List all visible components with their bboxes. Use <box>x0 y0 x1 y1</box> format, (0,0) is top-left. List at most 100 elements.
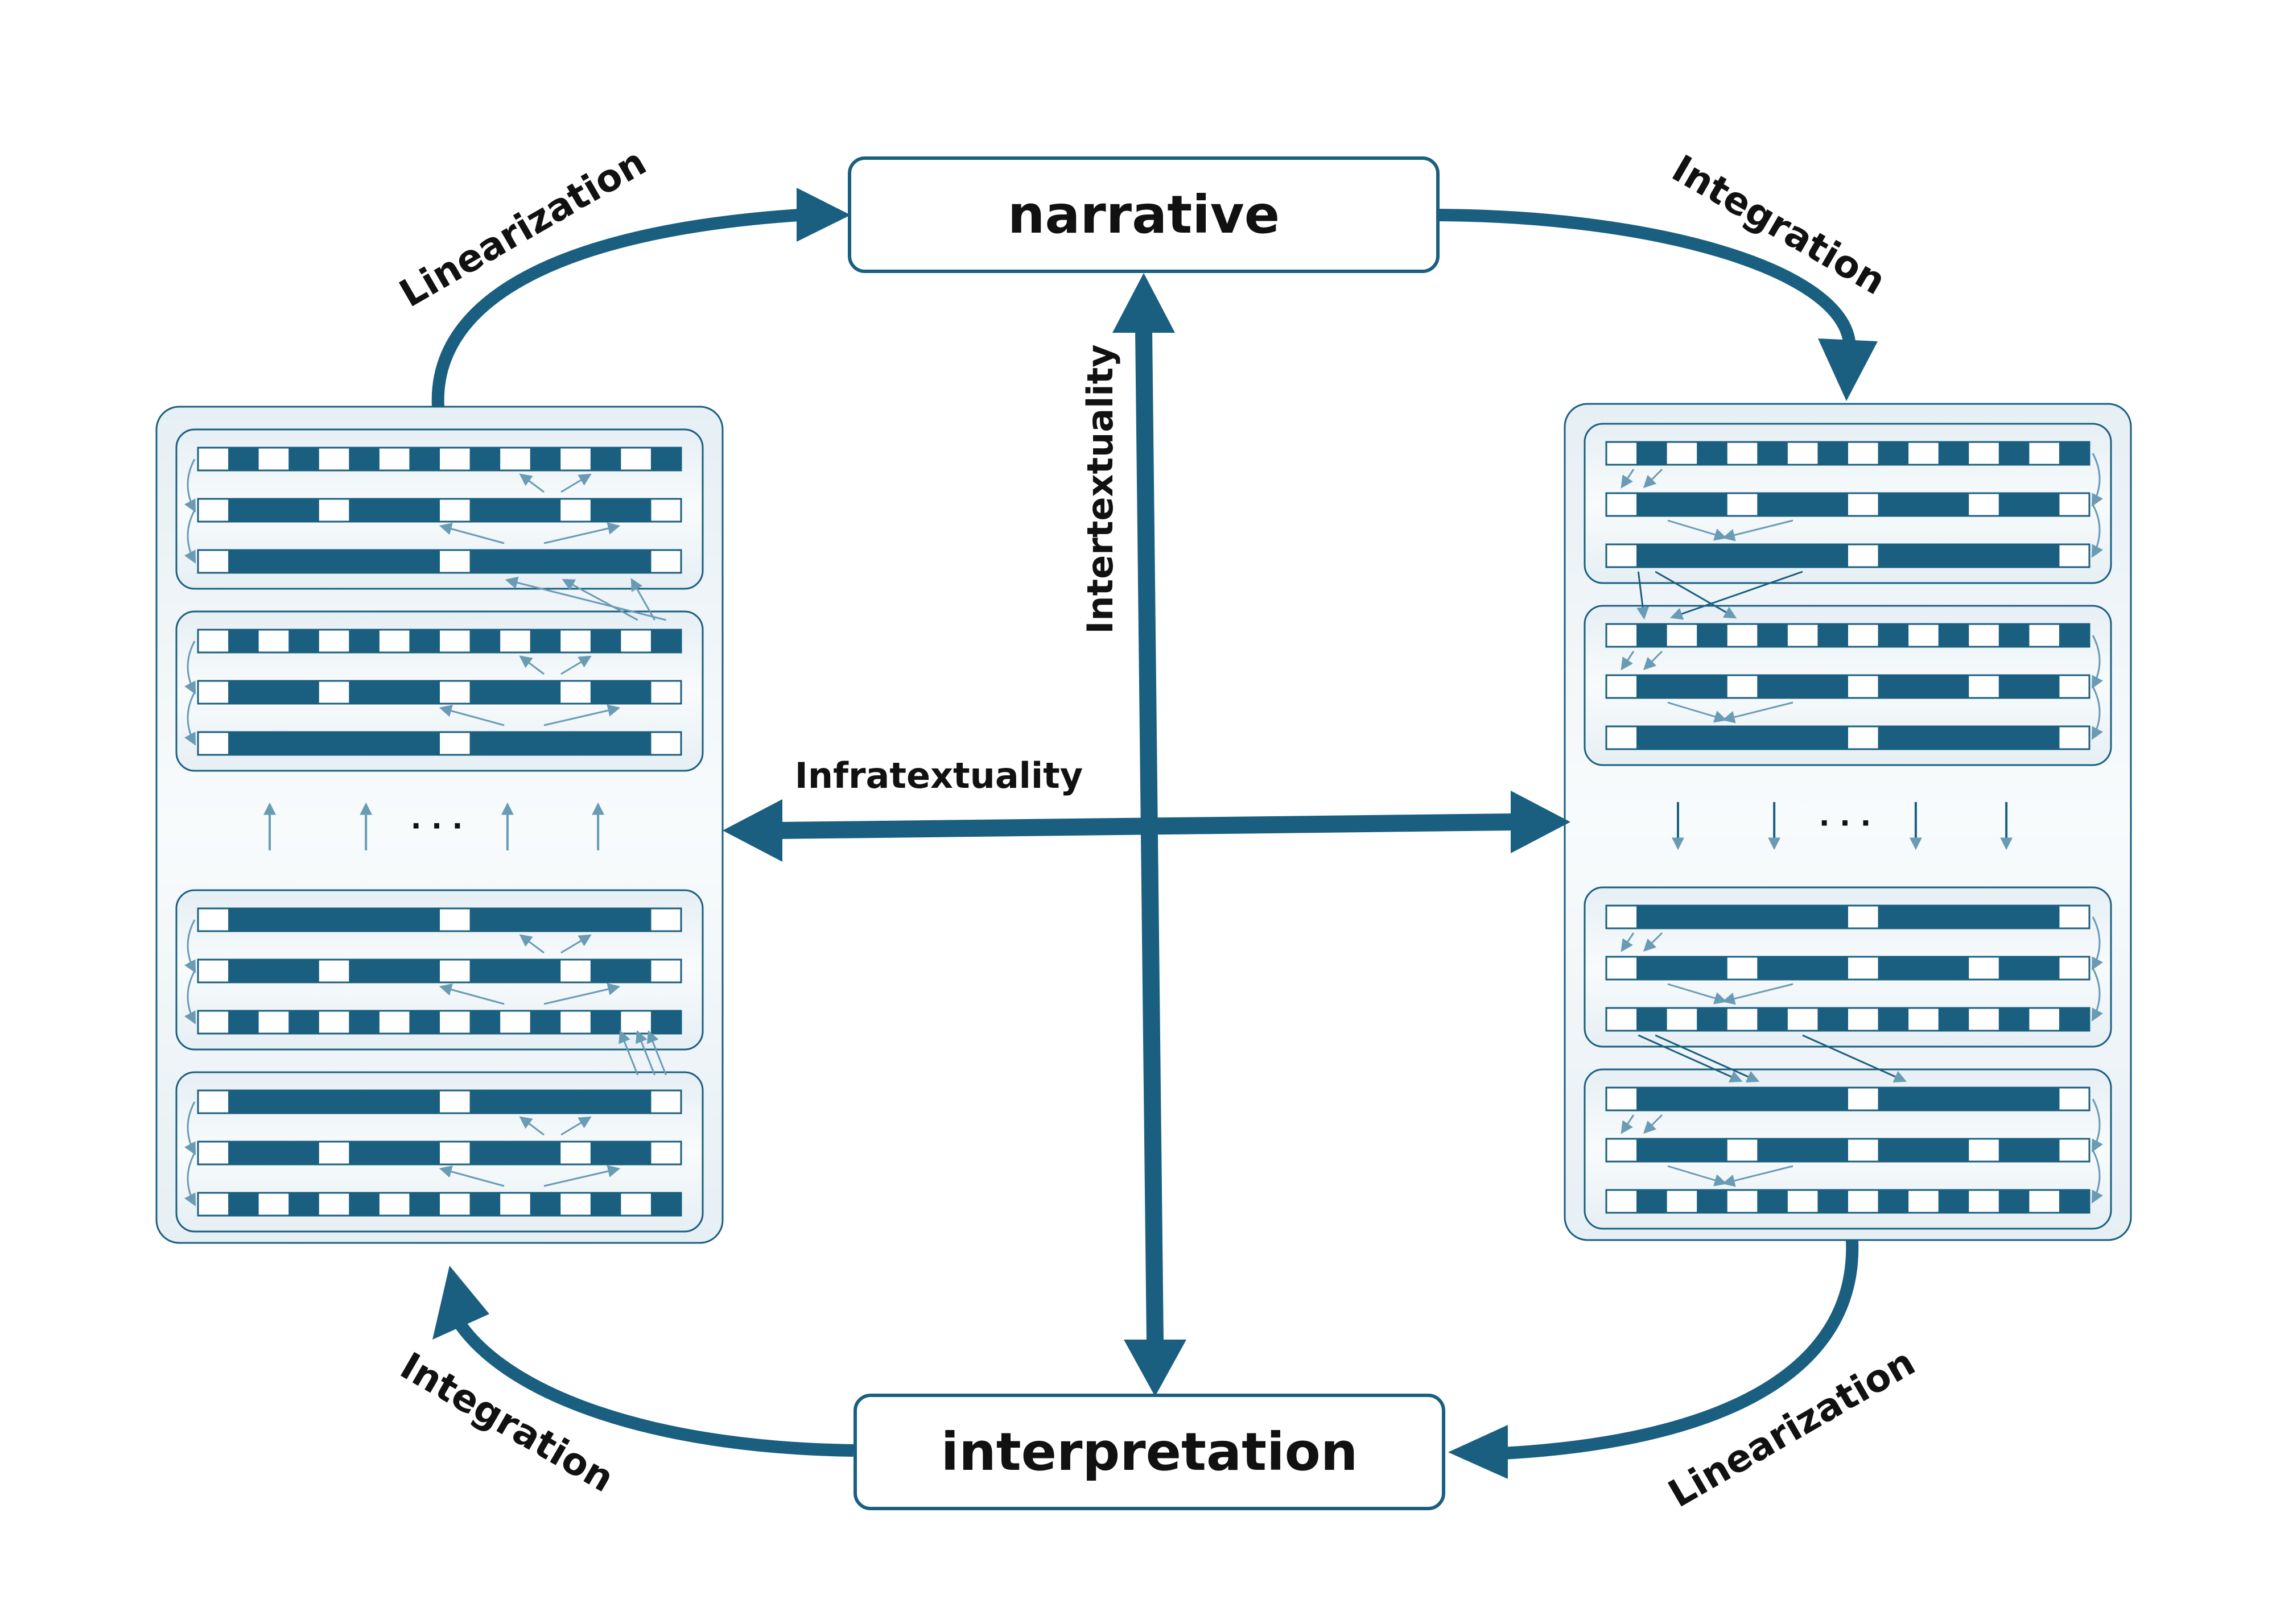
strip-cell-dark <box>1998 906 2030 928</box>
strip-cell-dark <box>258 681 289 704</box>
strip-cell-dark <box>1817 726 1848 749</box>
strip-cell-dark <box>560 550 591 573</box>
strip-cell-dark <box>1908 675 1939 698</box>
strip-cell-dark <box>1787 1139 1818 1162</box>
strip-cell-dark <box>1757 1190 1788 1213</box>
strip-cell-dark <box>1697 624 1727 647</box>
cycle-arrow-linearization-bottom <box>1502 1239 1859 1460</box>
strip-cell-dark <box>590 732 621 755</box>
strip <box>197 680 682 705</box>
strip-cell-dark <box>590 1090 621 1113</box>
block-inner-arrow <box>560 934 592 954</box>
strip <box>197 1010 682 1035</box>
strip-cell-dark <box>620 681 652 704</box>
left-panel: · · · <box>155 406 724 1244</box>
block-inner-arrow <box>543 983 621 1005</box>
strip-cell-dark <box>228 960 259 982</box>
axis-vertical-shaft <box>1135 329 1164 1343</box>
cycle-arrowhead-linearization-bottom <box>1448 1425 1508 1479</box>
strip-cell-dark <box>1757 1088 1788 1110</box>
cross-block-arrow <box>630 578 655 621</box>
strip-cell-dark <box>1968 1088 1999 1110</box>
strip-cell-dark <box>1697 1139 1727 1162</box>
strip-cell-dark <box>1757 493 1788 516</box>
block-side-arrow <box>184 640 196 695</box>
block-inner-arrow <box>1621 1114 1635 1134</box>
strip-cell-dark <box>2059 1190 2090 1213</box>
strip-cell-dark <box>530 1142 561 1164</box>
strip-cell-dark <box>1908 1088 1939 1110</box>
strip-cell-dark <box>228 630 259 652</box>
strip-cell-dark <box>500 1142 531 1164</box>
strip-cell-dark <box>288 550 319 573</box>
strip-cell-dark <box>1667 675 1697 698</box>
strip-cell-dark <box>1998 1008 2030 1031</box>
cross-block-arrow <box>646 1030 667 1076</box>
strip-cell-dark <box>620 732 652 755</box>
strip-cell-dark <box>288 960 319 982</box>
strip-cell-dark <box>1697 1190 1727 1213</box>
strip <box>1605 674 2091 699</box>
axis-vertical-arrowhead-bottom <box>1124 1340 1186 1396</box>
block-inner-arrow <box>1643 932 1663 952</box>
strip-cell-dark <box>500 550 531 573</box>
strip-cell-dark <box>1938 493 1969 516</box>
block-side-arrow <box>184 510 196 564</box>
strip-cell-dark <box>469 550 501 573</box>
strip-cell-dark <box>1998 726 2030 749</box>
strip-cell-dark <box>1636 624 1667 647</box>
block-inner-arrow <box>560 655 592 675</box>
strip-cell-dark <box>590 550 621 573</box>
strip-cell-dark <box>228 1011 259 1034</box>
strip-cell-dark <box>500 1090 531 1113</box>
strip-cell-dark <box>409 1011 440 1034</box>
strip-cell-dark <box>500 681 531 704</box>
strip-cell-dark <box>1697 442 1727 465</box>
strip-cell-dark <box>560 1090 591 1113</box>
strip-cell-dark <box>1757 1139 1788 1162</box>
strip-cell-dark <box>1697 675 1727 698</box>
strip <box>1605 1086 2091 1111</box>
block-inner-arrow <box>519 473 545 493</box>
strip-cell-dark <box>620 908 652 931</box>
strip-cell-dark <box>409 1193 440 1216</box>
right-panel: · · · <box>1564 403 2132 1241</box>
strip-cell-dark <box>469 732 501 755</box>
strip-cell-dark <box>1636 544 1667 567</box>
strip-block <box>1584 1068 2112 1230</box>
strip-cell-dark <box>349 1193 380 1216</box>
strip <box>1605 1138 2091 1163</box>
strip-cell-dark <box>1938 544 1969 567</box>
strip-cell-dark <box>1757 544 1788 567</box>
strip-cell-dark <box>228 448 259 470</box>
block-side-arrow <box>184 692 196 746</box>
strip-cell-dark <box>409 908 440 931</box>
strip-cell-dark <box>469 499 501 522</box>
strip-cell-dark <box>1878 1088 1909 1110</box>
strip-cell-dark <box>288 732 319 755</box>
strip-cell-dark <box>319 1090 349 1113</box>
strip-cell-dark <box>650 1193 682 1216</box>
strip-cell-dark <box>288 681 319 704</box>
strip-cell-dark <box>1817 957 1848 980</box>
strip-cell-dark <box>650 448 682 470</box>
block-inner-arrow <box>519 934 545 954</box>
strip-cell-dark <box>1787 906 1818 928</box>
strip-cell-dark <box>288 1142 319 1164</box>
strip-cell-dark <box>1757 624 1788 647</box>
block-inner-arrow <box>1722 983 1793 1005</box>
strip-cell-dark <box>1908 906 1939 928</box>
strip-cell-dark <box>530 1090 561 1113</box>
strip-cell-dark <box>288 448 319 470</box>
axis-horizontal-shaft <box>779 813 1514 839</box>
strip <box>197 1140 682 1166</box>
block-side-arrow <box>184 970 196 1024</box>
strip-cell-dark <box>1787 544 1818 567</box>
strip-block <box>175 428 704 590</box>
block-inner-arrow <box>543 1165 621 1187</box>
left-ellipsis: · · · <box>411 809 463 842</box>
strip-cell-dark <box>469 448 501 470</box>
strip-cell-dark <box>469 1090 501 1113</box>
strip-cell-dark <box>409 732 440 755</box>
